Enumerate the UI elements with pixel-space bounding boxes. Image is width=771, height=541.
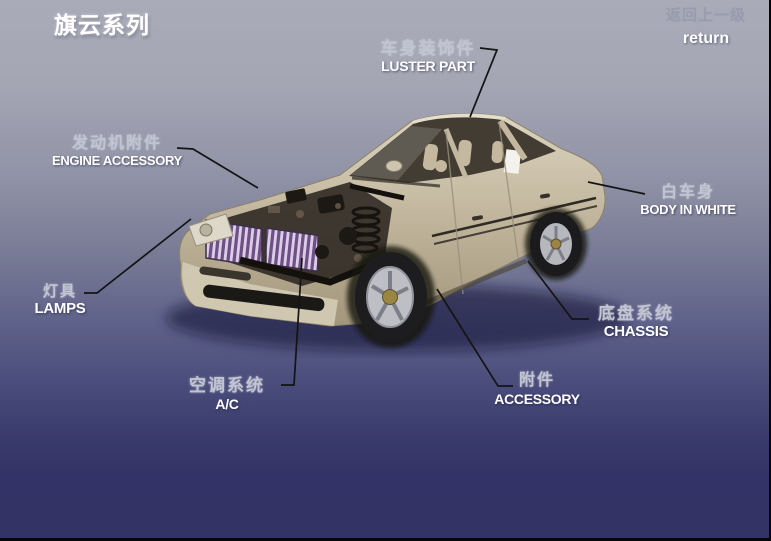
car-windows [349, 117, 556, 183]
callout-luster-part[interactable]: 车身装饰件 LUSTER PART [358, 39, 498, 74]
screen-right-edge [769, 0, 771, 541]
engine-line [176, 147, 259, 189]
car-seats [422, 139, 504, 172]
bumper-intake [203, 284, 325, 312]
chassis-english-label: CHASSIS [603, 323, 669, 340]
side-mirror [385, 160, 403, 172]
chassis-chinese-label: 底盘系统 [598, 304, 674, 323]
callout-lamps[interactable]: 灯具 LAMPS [10, 283, 110, 317]
engine-english-label: ENGINE ACCESSORY [51, 153, 183, 168]
lamps-english-label: LAMPS [34, 300, 86, 317]
callout-chassis[interactable]: 底盘系统 CHASSIS [566, 303, 706, 340]
accessory-english-label: ACCESSORY [494, 391, 580, 407]
back-link[interactable]: 返回上一级 return [663, 4, 749, 48]
front-bumper [182, 262, 338, 326]
car-body [179, 113, 606, 327]
callout-engine-accessory[interactable]: 发动机附件 ENGINE ACCESSORY [46, 135, 188, 169]
callout-ac-system[interactable]: 空调系统 A/C [157, 375, 297, 412]
page-title: 旗云系列 [54, 12, 150, 38]
ac-english-label: A/C [215, 396, 239, 412]
engine-bay [205, 182, 405, 286]
callout-accessory[interactable]: 附件 ACCESSORY [467, 371, 607, 407]
headlight [188, 213, 234, 247]
body-chinese-label: 白车身 [660, 184, 715, 201]
callout-body-in-white[interactable]: 白车身 BODY IN WHITE [618, 184, 758, 217]
body-english-label: BODY IN WHITE [640, 202, 736, 217]
car-shadow [166, 285, 630, 351]
engine-chinese-label: 发动机附件 [71, 135, 162, 152]
lamps-chinese-label: 灯具 [42, 283, 77, 300]
screen-bottom-edge [0, 538, 771, 541]
back-english-label: return [682, 30, 730, 47]
ac-chinese-label: 空调系统 [189, 376, 265, 395]
rear-wheel [525, 208, 587, 280]
luster-english-label: LUSTER PART [381, 58, 475, 74]
ac-line [281, 257, 303, 386]
luster-chinese-label: 车身装饰件 [380, 39, 476, 58]
lamps-line [84, 218, 192, 294]
front-wheel [347, 246, 435, 348]
accessory-chinese-label: 附件 [518, 372, 555, 389]
window-sticker [503, 149, 522, 174]
back-chinese-label: 返回上一级 [665, 7, 746, 24]
